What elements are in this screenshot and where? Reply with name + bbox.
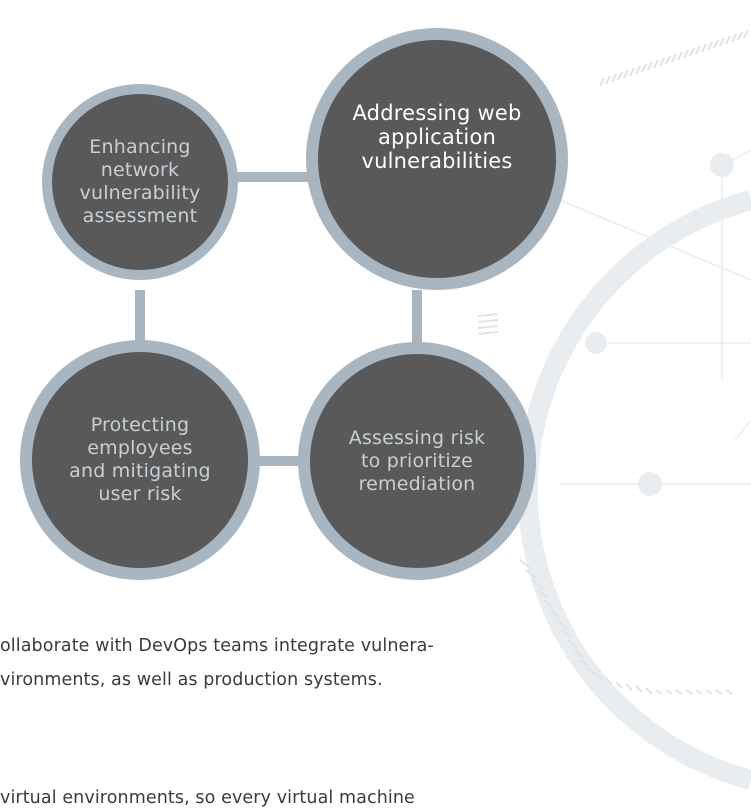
node-employees-line-1: Protecting <box>90 414 190 436</box>
node-network-line-3: vulnerability <box>79 182 201 204</box>
node-network-line-4: assessment <box>82 205 198 227</box>
node-employees-line-2: employees <box>87 437 193 459</box>
node-network-line-2: network <box>100 159 180 181</box>
body-text-line-3: virtual environments, so every virtual m… <box>0 788 415 808</box>
node-assessing-risk: Assessing risk to prioritize remediation <box>298 342 536 580</box>
body-text-line-2: vironments, as well as production system… <box>0 670 383 690</box>
node-protecting-employees: Protecting employees and mitigating user… <box>20 340 260 580</box>
connector-employees-risk <box>200 456 365 466</box>
node-assessing-risk-label: Assessing risk to prioritize remediation <box>349 427 486 496</box>
node-risk-line-1: Assessing risk <box>348 426 486 449</box>
node-web-application: Addressing web application vulnerabiliti… <box>306 28 568 290</box>
node-risk-line-2: to prioritize <box>361 449 473 472</box>
node-network-vulnerability-label: Enhancing network vulnerability assessme… <box>80 136 201 228</box>
body-text-line-1: ollaborate with DevOps teams integrate v… <box>0 636 434 656</box>
connector-network-employees <box>135 290 145 365</box>
node-webapp-line-2: application <box>377 125 497 149</box>
node-network-vulnerability: Enhancing network vulnerability assessme… <box>42 84 238 280</box>
node-protecting-employees-label: Protecting employees and mitigating user… <box>69 414 211 506</box>
node-webapp-line-1: Addressing web <box>352 101 522 125</box>
node-employees-line-4: user risk <box>98 483 182 505</box>
node-webapp-line-3: vulnerabilities <box>361 149 513 173</box>
node-employees-line-3: and mitigating <box>69 460 211 482</box>
node-risk-line-3: remediation <box>358 472 476 495</box>
connector-network-webapp <box>200 172 365 182</box>
node-network-line-1: Enhancing <box>89 136 191 158</box>
connector-webapp-risk <box>412 290 422 365</box>
node-web-application-label: Addressing web application vulnerabiliti… <box>352 101 521 173</box>
